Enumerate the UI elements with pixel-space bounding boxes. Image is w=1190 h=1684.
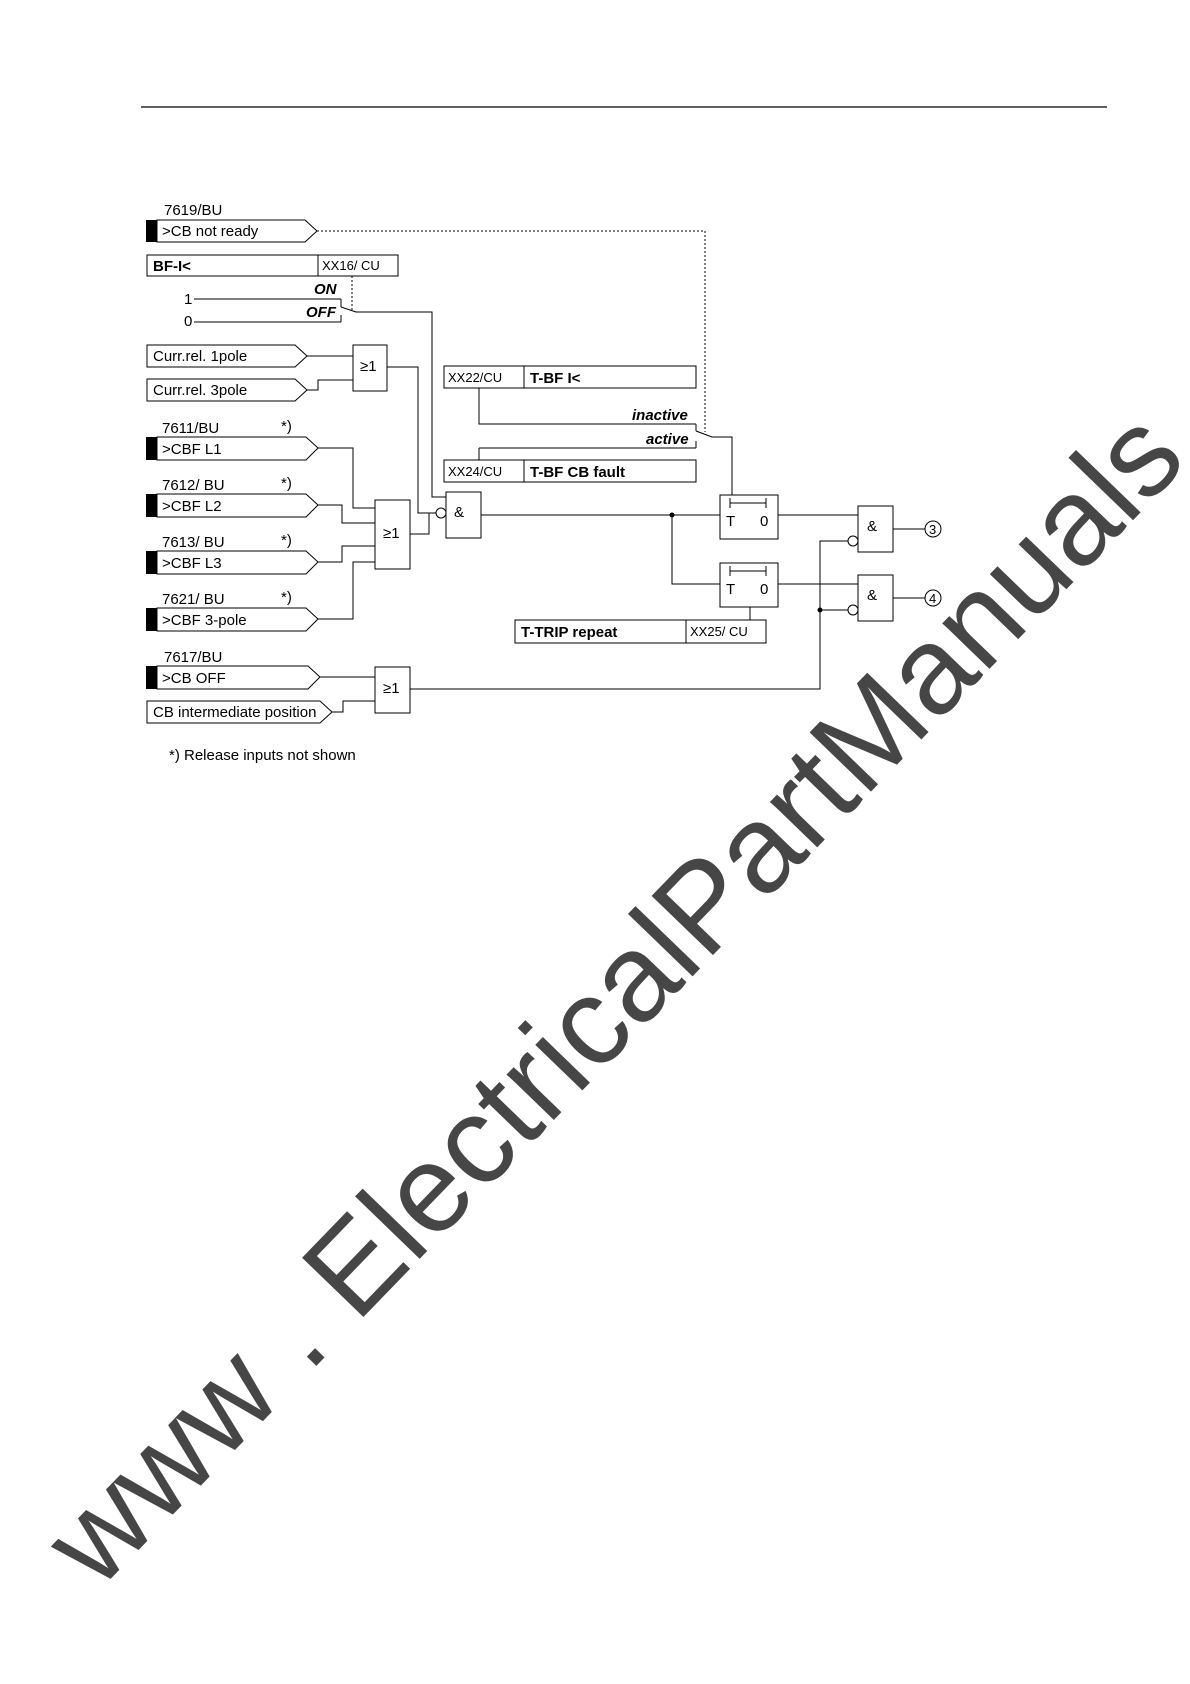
svg-text:0: 0: [184, 313, 192, 330]
svg-text:>CBF L1: >CBF L1: [162, 441, 222, 458]
svg-text:7611/BU: 7611/BU: [162, 420, 219, 437]
svg-text:CB intermediate position: CB intermediate position: [153, 704, 316, 721]
input-cbf-l2: 7612/ BU *) >CBF L2: [146, 475, 319, 518]
signal-cb-intermediate: CB intermediate position: [146, 700, 333, 724]
svg-text:0: 0: [760, 581, 768, 598]
timer-t-trip-repeat: T 0: [719, 562, 779, 608]
t-bf-inactive-label: inactive: [632, 407, 688, 424]
svg-text:3: 3: [929, 522, 936, 537]
svg-text:XX24/CU: XX24/CU: [448, 464, 502, 479]
output-3: 3: [924, 520, 942, 538]
param-t-bf-i: XX22/CU T-BF I<: [443, 365, 697, 389]
and-gate-start: &: [435, 491, 482, 539]
svg-text:&: &: [454, 504, 464, 521]
svg-text:*): *): [281, 532, 292, 549]
and-gate-output-4: &: [847, 574, 894, 622]
svg-text:XX25/ CU: XX25/ CU: [690, 624, 748, 639]
svg-text:*): *): [281, 418, 292, 435]
svg-text:4: 4: [929, 591, 936, 606]
or-gate-cbf: ≥1: [374, 499, 411, 570]
signal-curr-rel-3pole: Curr.rel. 3pole: [146, 378, 308, 402]
svg-text:XX22/CU: XX22/CU: [448, 370, 502, 385]
or-gate-cb-off: ≥1: [374, 666, 411, 714]
svg-text:T-TRIP repeat: T-TRIP repeat: [521, 624, 617, 641]
svg-text:>CB OFF: >CB OFF: [162, 670, 226, 687]
or-gate-curr-rel: ≥1: [352, 344, 388, 392]
svg-text:*): *): [281, 475, 292, 492]
svg-text:7619/BU: 7619/BU: [164, 202, 222, 219]
svg-text:ON: ON: [314, 281, 338, 298]
svg-text:T-BF CB fault: T-BF CB fault: [530, 464, 625, 481]
svg-text:T-BF I<: T-BF I<: [530, 370, 581, 387]
svg-text:7613/ BU: 7613/ BU: [162, 534, 225, 551]
svg-text:≥1: ≥1: [383, 680, 400, 697]
input-cbf-l1: 7611/BU *) >CBF L1: [146, 418, 319, 461]
and-gate-output-3: &: [847, 505, 894, 553]
signal-curr-rel-1pole: Curr.rel. 1pole: [146, 344, 308, 368]
timer-t-bf-i: T 0: [719, 494, 779, 540]
svg-text:≥1: ≥1: [383, 525, 400, 542]
svg-text:Curr.rel. 3pole: Curr.rel. 3pole: [153, 382, 247, 399]
input-cbf-3pole: 7621/ BU *) >CBF 3-pole: [146, 589, 319, 632]
cb-not-ready-dotted-line: [317, 230, 706, 432]
t-bf-active-label: active: [646, 431, 689, 448]
svg-text:Curr.rel. 1pole: Curr.rel. 1pole: [153, 348, 247, 365]
svg-text:1: 1: [184, 291, 192, 308]
svg-text:*): *): [281, 589, 292, 606]
svg-text:>CB not ready: >CB not ready: [162, 223, 259, 240]
svg-text:7621/ BU: 7621/ BU: [162, 591, 225, 608]
svg-text:OFF: OFF: [306, 304, 337, 321]
output-4: 4: [924, 589, 942, 607]
svg-text:7617/BU: 7617/BU: [164, 649, 222, 666]
svg-text:T: T: [726, 513, 735, 530]
svg-text:&: &: [867, 518, 877, 535]
svg-text:BF-I<: BF-I<: [153, 258, 191, 275]
svg-text:>CBF 3-pole: >CBF 3-pole: [162, 612, 247, 629]
svg-text:0: 0: [760, 513, 768, 530]
input-cb-off: 7617/BU >CB OFF: [146, 649, 321, 690]
junction-dot: [817, 607, 823, 613]
input-cbf-l3: 7613/ BU *) >CBF L3: [146, 532, 319, 575]
input-cb-not-ready: 7619/BU >CB not ready: [146, 202, 318, 243]
svg-text:>CBF L3: >CBF L3: [162, 555, 222, 572]
svg-text:&: &: [867, 587, 877, 604]
svg-text:>CBF L2: >CBF L2: [162, 498, 222, 515]
footnote: *) Release inputs not shown: [169, 747, 356, 764]
svg-text:T: T: [726, 581, 735, 598]
svg-text:XX16/ CU: XX16/ CU: [322, 258, 380, 273]
svg-text:7612/ BU: 7612/ BU: [162, 477, 225, 494]
svg-text:≥1: ≥1: [360, 358, 377, 375]
param-t-trip-repeat: T-TRIP repeat XX25/ CU: [514, 619, 767, 644]
param-bf-i: BF-I< XX16/ CU 1 ON 0 OFF: [146, 254, 446, 498]
param-t-bf-cb-fault: XX24/CU T-BF CB fault: [443, 459, 697, 483]
